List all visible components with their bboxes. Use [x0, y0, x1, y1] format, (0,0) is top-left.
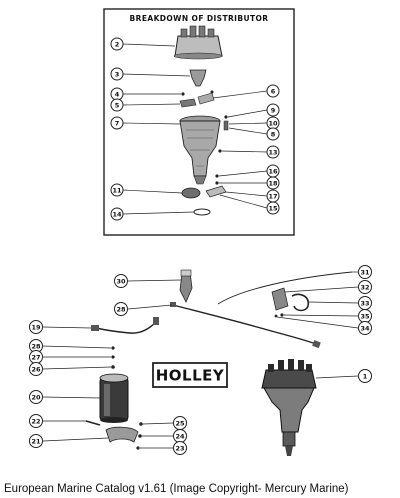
callout-1: 1	[358, 369, 372, 383]
mounting-screws	[218, 115, 229, 153]
distributor-housing	[179, 115, 221, 185]
complete-distributor	[261, 359, 317, 456]
callout-4: 4	[110, 87, 124, 101]
svg-text:30: 30	[116, 277, 126, 285]
top-leader-lines	[122, 43, 268, 215]
callout-19: 19	[29, 320, 43, 334]
callout-15: 15	[266, 201, 280, 215]
svg-text:5: 5	[115, 101, 120, 109]
callout-33: 33	[358, 296, 372, 310]
callout-7: 7	[110, 116, 124, 130]
svg-text:4: 4	[115, 90, 120, 98]
svg-text:23: 23	[175, 444, 184, 452]
svg-text:27: 27	[31, 353, 40, 361]
callout-23: 23	[173, 441, 187, 455]
callout-30: 30	[114, 274, 128, 288]
svg-text:1: 1	[363, 372, 368, 380]
svg-text:31: 31	[360, 268, 370, 276]
sensor-wire-lead	[170, 302, 321, 349]
svg-text:22: 22	[31, 417, 40, 425]
callout-20: 20	[29, 390, 43, 404]
rotor	[189, 69, 207, 87]
svg-text:21: 21	[31, 437, 41, 445]
svg-text:11: 11	[112, 186, 122, 194]
svg-text:18: 18	[268, 179, 278, 187]
svg-text:28: 28	[116, 305, 126, 313]
callout-31: 31	[358, 265, 372, 279]
coil-hardware	[111, 346, 115, 369]
svg-text:3: 3	[115, 70, 120, 78]
svg-text:6: 6	[271, 87, 276, 95]
svg-text:33: 33	[360, 299, 369, 307]
callout-17: 17	[266, 189, 280, 203]
panel-title: BREAKDOWN OF DISTRIBUTOR	[130, 14, 269, 23]
callout-27: 27	[29, 350, 43, 364]
callout-28-upper: 28	[114, 302, 128, 316]
callout-25: 25	[173, 416, 187, 430]
callout-10: 10	[266, 116, 280, 130]
callout-35: 35	[358, 309, 372, 323]
image-caption: European Marine Catalog v1.61 (Image Cop…	[4, 483, 349, 495]
callout-21: 21	[29, 434, 43, 448]
callout-14: 14	[110, 207, 124, 221]
callout-8: 8	[266, 127, 280, 141]
svg-text:HOLLEY: HOLLEY	[156, 367, 225, 385]
svg-text:25: 25	[175, 419, 185, 427]
svg-text:20: 20	[31, 393, 41, 401]
svg-text:28: 28	[31, 342, 41, 350]
svg-text:10: 10	[268, 119, 278, 127]
svg-text:13: 13	[268, 148, 277, 156]
coil-wire	[91, 317, 159, 334]
callout-26: 26	[29, 362, 43, 376]
svg-text:35: 35	[360, 312, 370, 320]
callout-5: 5	[110, 98, 124, 112]
ignition-parts-area: 30 28 31 32 33 35 34	[29, 265, 372, 456]
holley-label: HOLLEY	[152, 362, 228, 388]
svg-text:32: 32	[360, 283, 369, 291]
callout-16: 16	[266, 164, 280, 178]
callout-2: 2	[110, 37, 124, 51]
svg-text:7: 7	[115, 119, 120, 127]
callout-18: 18	[266, 176, 280, 190]
callout-6: 6	[266, 84, 280, 98]
breaker-parts	[179, 90, 215, 108]
svg-text:17: 17	[268, 192, 277, 200]
ground-wire	[217, 271, 353, 305]
callout-34: 34	[358, 321, 372, 335]
callout-13: 13	[266, 145, 280, 159]
svg-text:34: 34	[360, 324, 370, 332]
distributor-cap	[173, 25, 223, 60]
callout-32: 32	[358, 280, 372, 294]
coolant-sensor	[179, 269, 193, 303]
svg-text:8: 8	[271, 130, 276, 138]
svg-text:14: 14	[112, 210, 122, 218]
svg-text:2: 2	[115, 40, 120, 48]
svg-text:19: 19	[31, 323, 41, 331]
svg-text:16: 16	[268, 167, 278, 175]
callout-3: 3	[110, 67, 124, 81]
distributor-breakdown-panel: BREAKDOWN OF DISTRIBUTOR	[103, 8, 295, 236]
callout-24: 24	[173, 429, 187, 443]
svg-text:24: 24	[175, 432, 185, 440]
coil-bracket	[85, 420, 143, 450]
svg-text:9: 9	[271, 106, 276, 114]
svg-text:15: 15	[268, 204, 278, 212]
svg-text:26: 26	[31, 365, 41, 373]
wire-bracket	[271, 287, 310, 318]
ignition-coil	[99, 373, 129, 423]
callout-22: 22	[29, 414, 43, 428]
callout-9: 9	[266, 103, 280, 117]
callout-11: 11	[110, 183, 124, 197]
